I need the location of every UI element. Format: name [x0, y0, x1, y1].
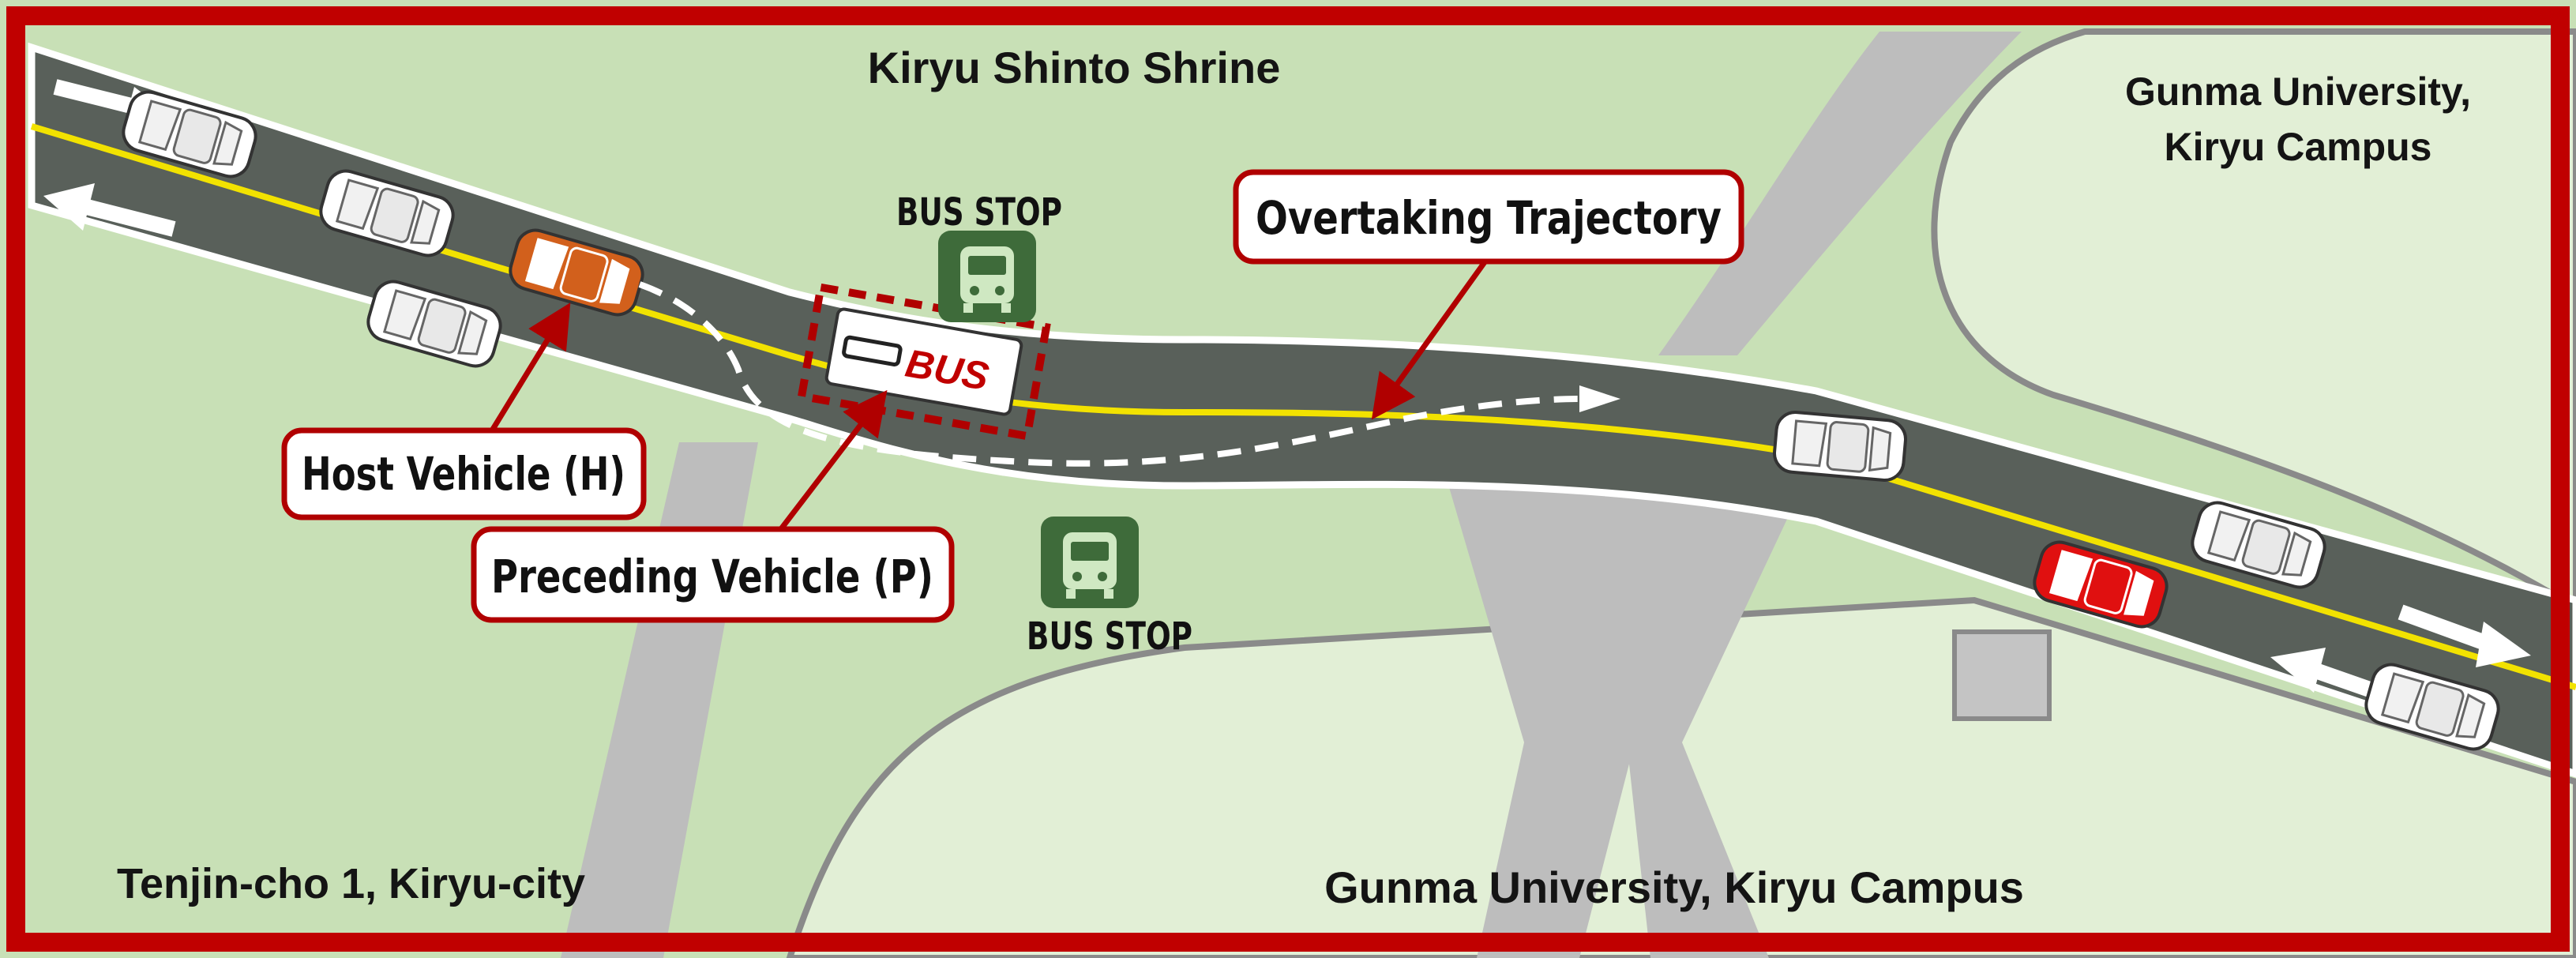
campus-top-label-line2: Kiryu Campus: [2165, 125, 2432, 169]
bus-stop-north-label: BUS STOP: [896, 190, 1062, 235]
bus-stop-south-label: BUS STOP: [1027, 614, 1192, 659]
side-road-upper: [1658, 32, 2022, 355]
preceding-vehicle-callout-text: Preceding Vehicle (P): [491, 550, 933, 603]
upper-right-grass-area: [1931, 28, 2576, 612]
city-label: Tenjin-cho 1, Kiryu-city: [117, 860, 585, 907]
host-vehicle-leader: [487, 302, 571, 436]
host-vehicle-callout: Host Vehicle (H): [281, 427, 647, 520]
direction-arrow-southeast-upper: [2398, 604, 2531, 667]
overtaking-trajectory-path: [638, 281, 1580, 467]
preceding-vehicle-callout: Preceding Vehicle (P): [471, 526, 955, 623]
side-road-lower-left-branch: [1445, 474, 1635, 958]
direction-arrow-northwest-lower: [43, 183, 176, 237]
trajectory-leader: [1371, 254, 1491, 420]
host-vehicle-callout-text: Host Vehicle (H): [302, 447, 625, 501]
side-road-lower-right-branch: [1627, 474, 1808, 958]
campus-bottom-label: Gunma University, Kiryu Campus: [1324, 862, 2024, 912]
white-car: [1771, 408, 1909, 484]
trajectory-arrow-head: [1579, 385, 1620, 412]
bus-stop-south-icon: [1041, 517, 1139, 608]
shrine-label: Kiryu Shinto Shrine: [868, 43, 1281, 92]
trajectory-callout-text: Overtaking Trajectory: [1256, 191, 1722, 245]
preceding-vehicle-leader: [775, 389, 888, 535]
preceding-bus: BUS: [797, 283, 1051, 441]
trajectory-callout: Overtaking Trajectory: [1233, 169, 1744, 265]
outer-frame: [6, 6, 2570, 952]
campus-top-label-line1: Gunma University,: [2125, 70, 2471, 114]
bus-window-icon: [842, 335, 903, 366]
small-building: [1952, 629, 2052, 721]
bus-stop-north-icon: [938, 231, 1036, 322]
